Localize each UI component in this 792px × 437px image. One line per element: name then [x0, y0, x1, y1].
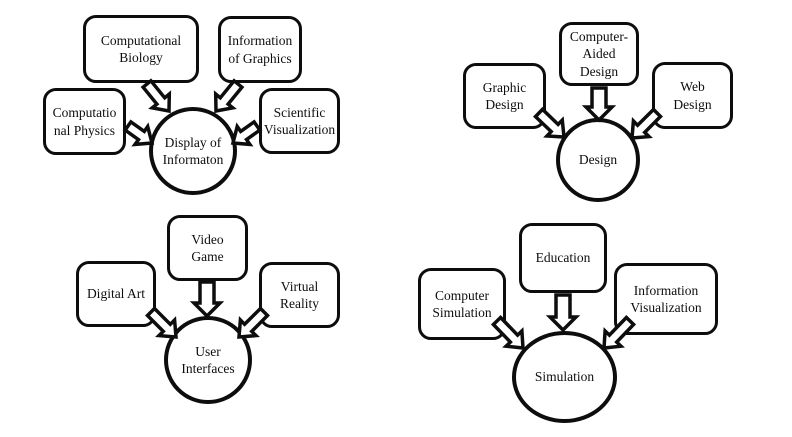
center-node-user-interfaces: User Interfaces: [164, 316, 252, 404]
node-computational-physics: Computatio nal Physics: [43, 88, 126, 155]
center-node-design: Design: [556, 118, 640, 202]
center-node-label: Design: [578, 152, 618, 168]
node-label: Information Visualization: [630, 282, 702, 315]
center-node-display-of-information: Display of Informaton: [149, 107, 237, 195]
node-label: Information of Graphics: [227, 33, 293, 66]
node-label: Web Design: [673, 79, 712, 112]
center-node-label: User Interfaces: [181, 343, 235, 376]
arrow-education-to-center: [545, 293, 581, 333]
center-node-label: Simulation: [534, 369, 595, 385]
node-label: Computational Biology: [100, 32, 182, 65]
node-label: Video Game: [191, 231, 224, 264]
arrow-scientific-visualization-to-center: [230, 119, 263, 147]
node-web-design: Web Design: [652, 62, 733, 129]
arrow-computational-physics-to-center: [122, 119, 155, 147]
node-information-of-graphics: Information of Graphics: [218, 16, 302, 83]
node-information-visualization: Information Visualization: [614, 263, 718, 335]
node-scientific-visualization: Scientific Visualization: [259, 88, 340, 154]
node-education: Education: [519, 223, 607, 293]
node-label: Virtual Reality: [280, 278, 319, 311]
node-computer-aided-design: Computer- Aided Design: [559, 22, 639, 86]
node-label: Digital Art: [86, 286, 146, 302]
node-digital-art: Digital Art: [76, 261, 156, 327]
node-label: Computer- Aided Design: [569, 29, 629, 79]
arrow-video-game-to-center: [189, 280, 225, 319]
node-label: Computer Simulation: [432, 287, 492, 320]
node-label: Graphic Design: [482, 79, 527, 112]
center-node-simulation: Simulation: [512, 331, 617, 423]
arrow-computational-biology-to-center: [140, 78, 172, 114]
node-label: Education: [535, 250, 591, 266]
node-computational-biology: Computational Biology: [83, 15, 199, 83]
center-node-label: Display of Informaton: [162, 134, 224, 167]
node-virtual-reality: Virtual Reality: [259, 262, 340, 328]
node-video-game: Video Game: [167, 215, 248, 281]
arrow-computer-aided-design-to-center: [581, 86, 617, 123]
arrow-information-of-graphics-to-center: [213, 78, 245, 114]
node-graphic-design: Graphic Design: [463, 63, 546, 129]
node-label: Scientific Visualization: [263, 104, 336, 137]
node-computer-simulation: Computer Simulation: [418, 268, 506, 340]
node-label: Computatio nal Physics: [52, 105, 117, 138]
